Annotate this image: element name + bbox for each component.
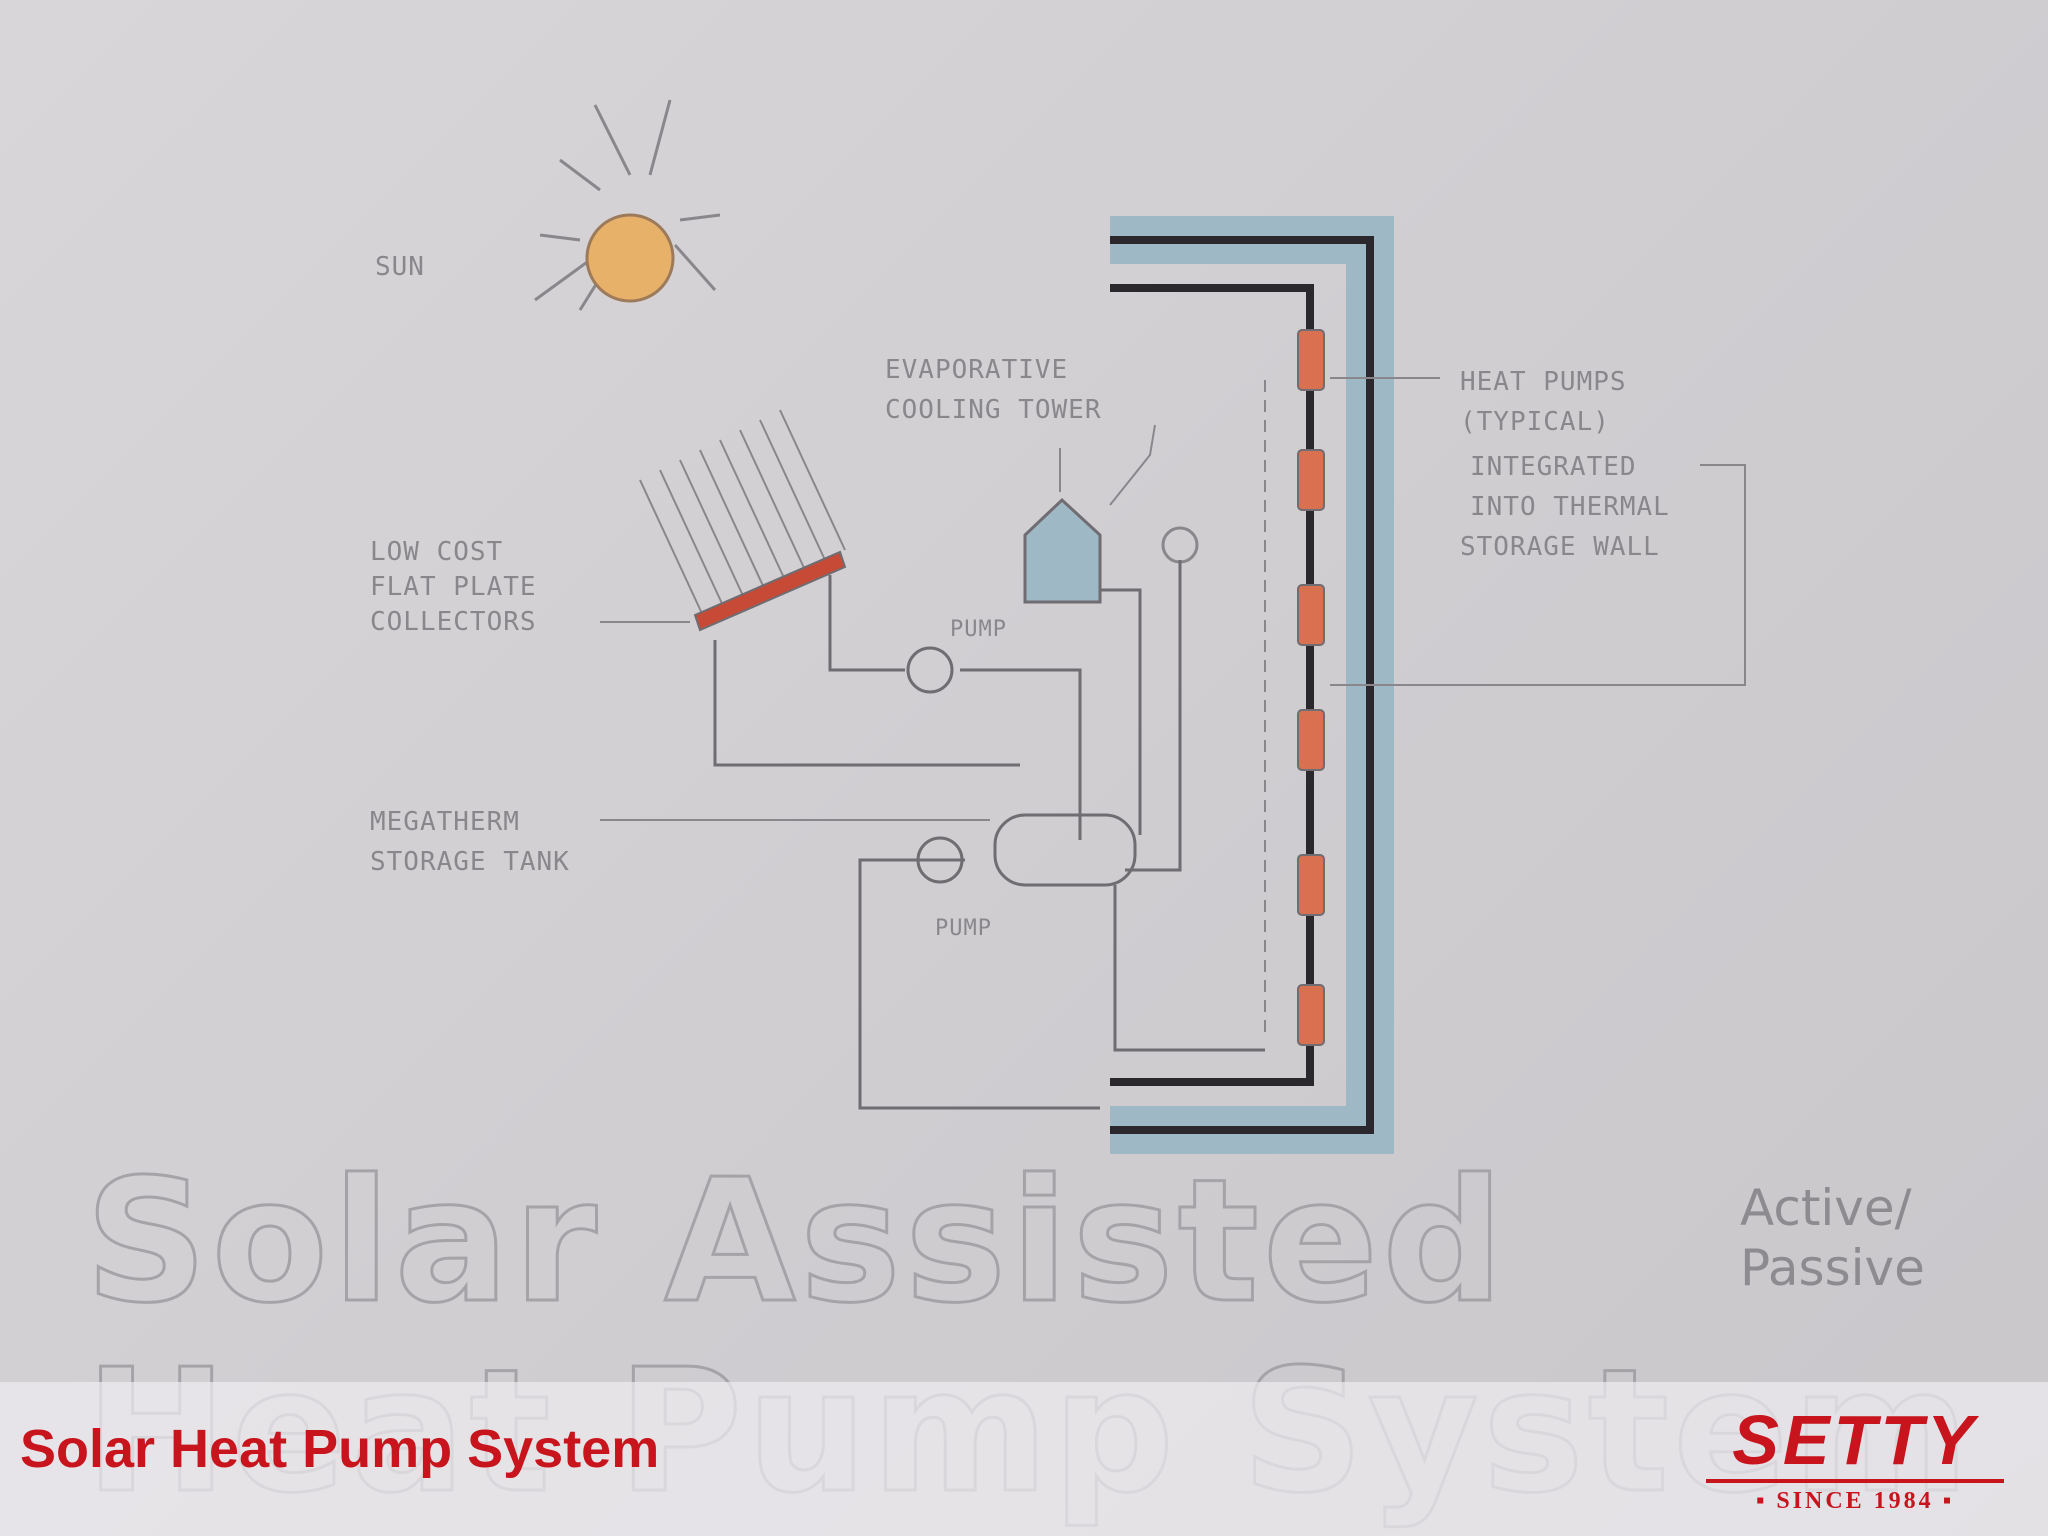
heat-pump-unit bbox=[1297, 449, 1325, 511]
heat-pumps-label-5: STORAGE WALL bbox=[1460, 532, 1660, 562]
heat-pumps-callout bbox=[1330, 377, 1746, 686]
heat-pump-unit bbox=[1297, 984, 1325, 1046]
cooling-tower bbox=[1023, 497, 1102, 604]
active-passive-line1: Active/ bbox=[1740, 1179, 1912, 1237]
heat-pump-unit bbox=[1297, 854, 1325, 916]
sketch-title-line1: Solar Assisted bbox=[85, 1143, 1508, 1341]
piping bbox=[713, 560, 1265, 1110]
sun-icon bbox=[534, 99, 721, 311]
cooling-tower-fan bbox=[1161, 526, 1199, 564]
heat-pump-unit bbox=[1297, 584, 1325, 646]
heat-pumps-label-1: HEAT PUMPS bbox=[1460, 367, 1627, 397]
logo-subtitle: ▪ SINCE 1984 ▪ bbox=[1755, 1488, 1955, 1514]
active-passive-line2: Passive bbox=[1740, 1239, 1925, 1297]
heat-pump-unit bbox=[1297, 329, 1325, 391]
footer-bar bbox=[0, 1382, 2048, 1536]
setty-logo: SETTY ▪ SINCE 1984 ▪ bbox=[1700, 1405, 2010, 1515]
footer-title: Solar Heat Pump System bbox=[20, 1419, 660, 1479]
heat-pumps-column bbox=[1297, 329, 1325, 1046]
heat-pump-unit bbox=[1297, 709, 1325, 771]
heat-pumps-label-4: INTO THERMAL bbox=[1470, 492, 1670, 522]
pump-upper-label: PUMP bbox=[950, 617, 1007, 642]
heat-pumps-label-2: (TYPICAL) bbox=[1460, 407, 1610, 437]
cooling-tower-label-1: EVAPORATIVE bbox=[885, 355, 1068, 385]
tank-label-1: MEGATHERM bbox=[370, 807, 520, 837]
pump-lower-icon bbox=[916, 836, 964, 884]
cooling-tower-label-2: COOLING TOWER bbox=[885, 395, 1102, 425]
flat-plate-collectors bbox=[639, 409, 847, 632]
logo-rule bbox=[1706, 1479, 2004, 1483]
sun-label: SUN bbox=[375, 252, 425, 282]
collectors-label-1: LOW COST bbox=[370, 537, 503, 567]
collectors-label-2: FLAT PLATE bbox=[370, 572, 537, 602]
tank-label-2: STORAGE TANK bbox=[370, 847, 570, 877]
pump-upper-icon bbox=[906, 646, 954, 694]
heat-pumps-label-3: INTEGRATED bbox=[1470, 452, 1637, 482]
pump-lower-label: PUMP bbox=[935, 916, 992, 941]
collectors-label-3: COLLECTORS bbox=[370, 607, 537, 637]
storage-tank bbox=[993, 813, 1137, 887]
logo-text: SETTY bbox=[1732, 1401, 1978, 1479]
sun-disc bbox=[585, 213, 675, 303]
